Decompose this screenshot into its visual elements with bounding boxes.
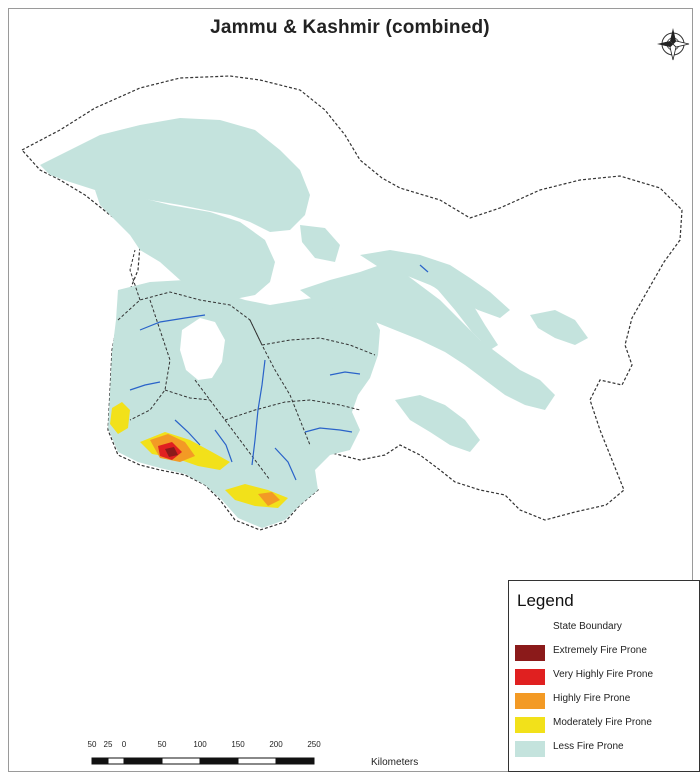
highly-fire-prone-zone — [258, 492, 280, 506]
scale-bar-segment — [123, 757, 163, 765]
scale-bar-unit: Kilometers — [371, 757, 419, 768]
scale-bar-tick-label: 50 — [157, 740, 167, 749]
less-fire-prone-zone — [40, 118, 310, 232]
scale-bar-tick-label: 250 — [307, 740, 321, 749]
scale-bar-tick-label: 0 — [121, 740, 127, 749]
scale-bar-tick-label: 50 — [87, 740, 97, 749]
scale-bar-segment — [107, 757, 125, 765]
district-boundaries — [117, 249, 376, 481]
legend-label: Very Highly Fire Prone — [553, 669, 654, 680]
legend-label: Moderately Fire Prone — [553, 717, 652, 728]
legend-label: Highly Fire Prone — [553, 693, 631, 704]
scale-bar-segment — [237, 757, 277, 765]
scale-bar-tick-label: 25 — [103, 740, 113, 749]
compass-rose-icon — [657, 28, 690, 61]
legend-label: Less Fire Prone — [553, 741, 624, 752]
legend-item: Very Highly Fire Prone — [515, 667, 699, 685]
scale-bar-segment — [199, 757, 239, 765]
legend-title: Legend — [517, 591, 574, 610]
map-title: Jammu & Kashmir (combined) — [210, 17, 490, 38]
rivers — [129, 264, 429, 481]
scale-bar-tick-label: 150 — [231, 740, 245, 749]
less-fire-prone-zone — [395, 395, 480, 452]
legend-swatch — [515, 741, 545, 757]
scale-bar-graphic — [91, 757, 315, 765]
less-fire-prone-zone — [530, 310, 588, 345]
scale-bar-segment — [161, 757, 201, 765]
less-fire-prone-zone — [300, 225, 340, 262]
legend-swatch — [515, 645, 545, 661]
legend-item: Extremely Fire Prone — [515, 643, 699, 661]
scale-bar-tick-label: 200 — [269, 740, 283, 749]
legend-swatch — [515, 693, 545, 709]
scale-bar-segment — [275, 757, 315, 765]
extremely-fire-prone-zone — [165, 447, 178, 457]
legend-swatch — [515, 621, 545, 637]
less-fire-prone-zone — [108, 280, 380, 528]
valley-gap — [180, 318, 225, 380]
legend-swatch — [515, 669, 545, 685]
legend-label: State Boundary — [553, 621, 622, 632]
less-fire-prone-zone — [300, 265, 555, 410]
less-fire-prone-zone — [95, 190, 275, 300]
scale-bar-segment — [91, 757, 109, 765]
scale-bar-tick-label: 100 — [193, 740, 207, 749]
legend-item: Less Fire Prone — [515, 739, 699, 757]
less-fire-prone-zone — [415, 260, 498, 350]
legend-item: State Boundary — [515, 619, 699, 637]
moderately-fire-prone-zone — [110, 402, 130, 434]
legend-label: Extremely Fire Prone — [553, 645, 647, 656]
legend-swatch — [515, 717, 545, 733]
legend-item: Highly Fire Prone — [515, 691, 699, 709]
legend-item: Moderately Fire Prone — [515, 715, 699, 733]
